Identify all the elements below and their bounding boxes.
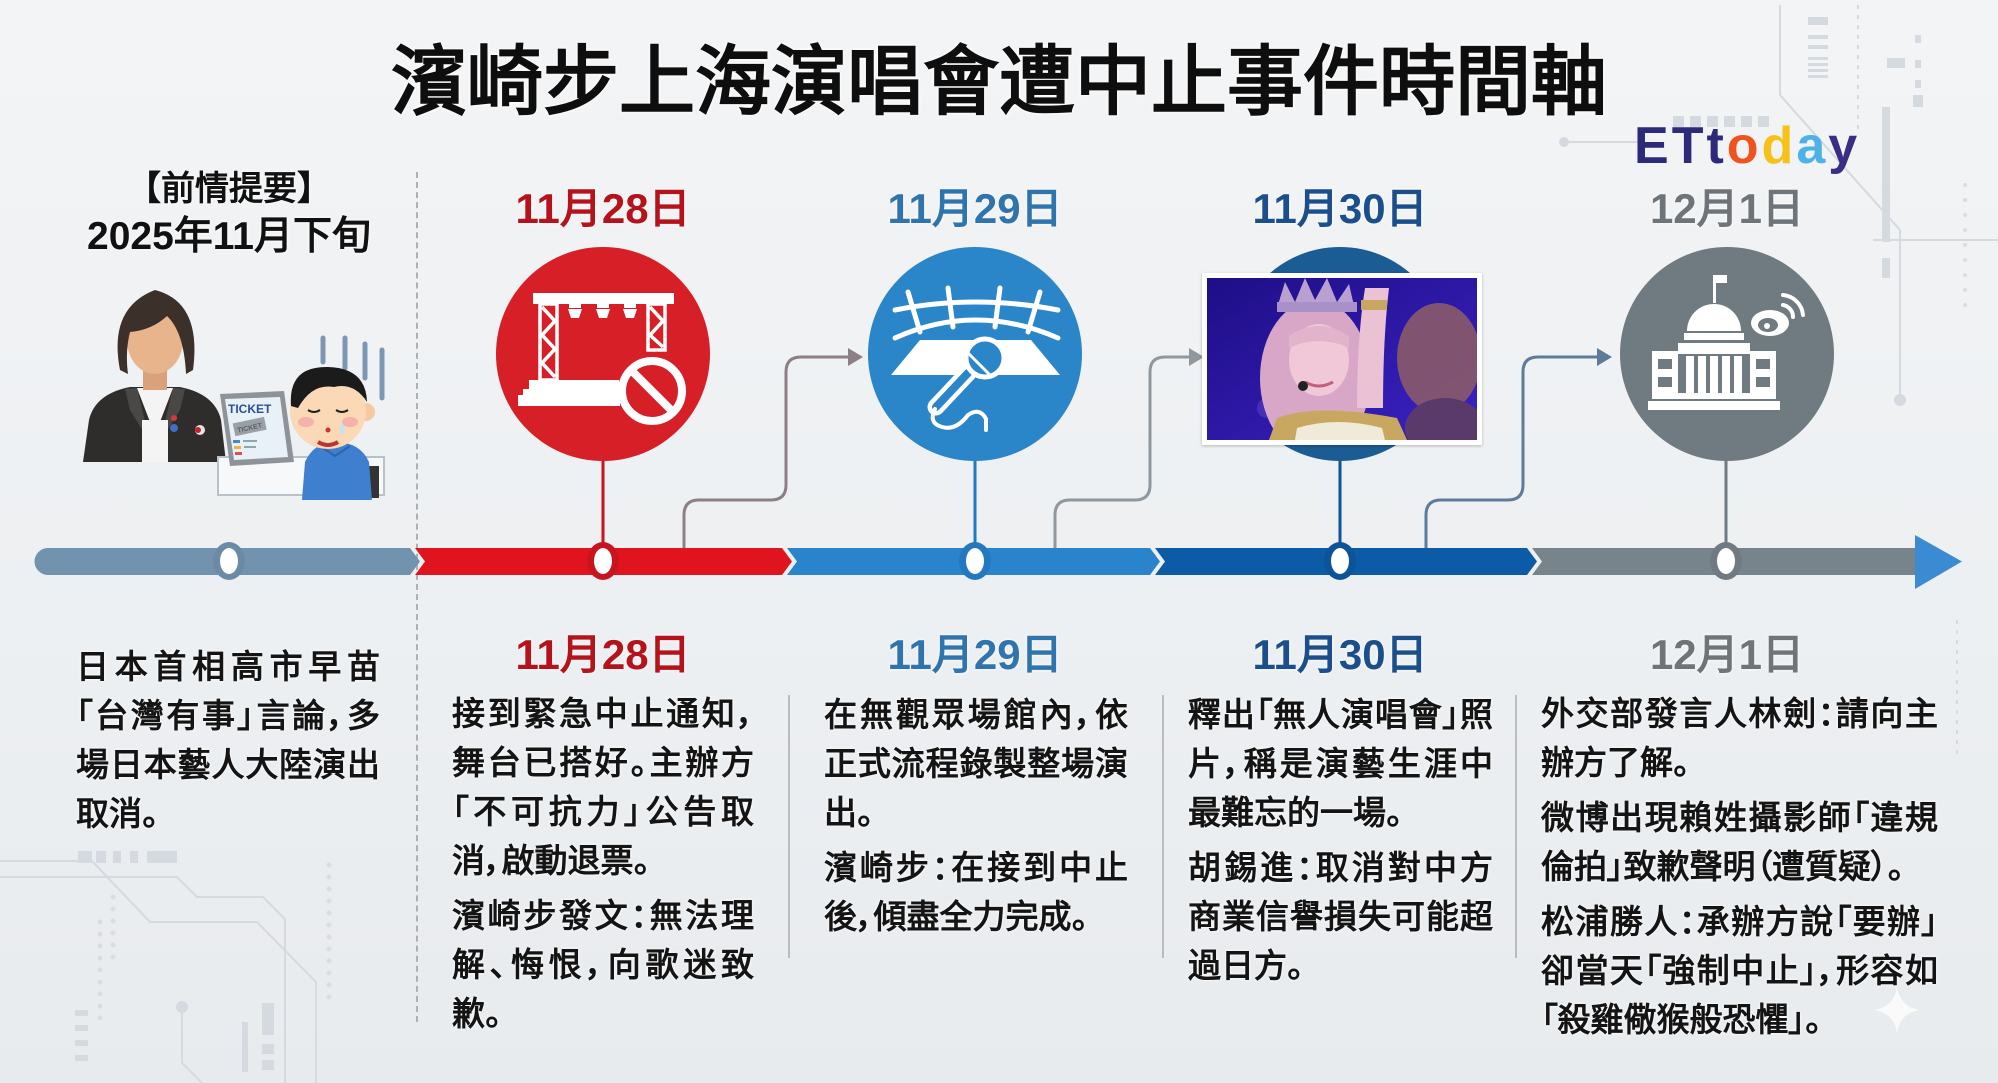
text-line: 「台灣有事」言論，多 <box>76 697 380 734</box>
page-title: 濱崎步上海演唱會遭中止事件時間軸 <box>391 40 1607 125</box>
stage-cancelled-icon <box>496 247 710 461</box>
text-line: 日本首相高市早苗 <box>76 648 380 685</box>
timeline-node-center <box>966 548 984 574</box>
timeline-node-center <box>594 548 612 574</box>
logo-letter: a <box>1796 117 1829 175</box>
timeline-node-center <box>1331 548 1349 574</box>
event-date-top: 12月1日 <box>1649 185 1805 232</box>
text-line: 濱崎步：在接到中止 <box>824 849 1128 886</box>
prohibited-icon <box>618 357 686 425</box>
event-description-nov29: 在無觀眾場館內，依 正式流程錄製整場演 出。 濱崎步：在接到中止 後，傾盡全力完… <box>824 690 1128 941</box>
government-building-icon <box>1648 275 1780 410</box>
paragraph: 釋出「無人演唱會」照 片，稱是演藝生涯中 最難忘的一場。 <box>1188 690 1493 837</box>
text-line: 取消。 <box>76 795 159 832</box>
event-icon-circle <box>496 247 710 461</box>
event-date-bottom: 12月1日 <box>1649 631 1805 678</box>
text-line: 場日本藝人大陸演出 <box>76 746 380 783</box>
text-line: 濱崎步發文：無法理 <box>452 897 754 934</box>
paragraph: 微博出現賴姓攝影師「違規 倫拍」致歉聲明（遭質疑）。 <box>1541 793 1938 891</box>
text-line: 舞台已搭好。主辦方 <box>452 744 754 781</box>
text-line: 出。 <box>824 794 874 831</box>
ettoday-logo: ETtoday <box>1634 116 1860 176</box>
text-line: 微博出現賴姓攝影師「違規 <box>1541 799 1938 836</box>
event-date-top: 11月29日 <box>887 185 1063 232</box>
logo-letter: y <box>1828 117 1861 175</box>
arrowhead-icon <box>1189 348 1204 366</box>
text-line: 胡錫進：取消對中方 <box>1188 849 1493 886</box>
politician-icon <box>83 290 226 462</box>
text-line: 片，稱是演藝生涯中 <box>1188 745 1493 782</box>
logo-letter: t <box>1706 117 1727 175</box>
text-line: 消，啟動退票。 <box>452 842 650 879</box>
text-line: 商業信譽損失可能超 <box>1188 898 1493 935</box>
prelude-illustration: TICKET TICKET <box>83 290 385 500</box>
paragraph: 在無觀眾場館內，依 正式流程錄製整場演 出。 <box>824 690 1128 837</box>
text-line: 卻當天「強制中止」，形容如 <box>1541 952 1938 989</box>
text-line: 歉。 <box>452 995 502 1032</box>
event-description-nov28: 接到緊急中止通知， 舞台已搭好。主辦方 「不可抗力」公告取 消，啟動退票。 濱崎… <box>452 689 754 1038</box>
event-date-bottom: 11月30日 <box>1252 631 1428 678</box>
prelude-description: 日本首相高市早苗 「台灣有事」言論，多 場日本藝人大陸演出 取消。 <box>76 642 380 838</box>
paragraph: 外交部發言人林劍：請向主 辦方了解。 <box>1541 689 1938 787</box>
microphone-icon <box>927 336 1007 432</box>
paragraph: 日本首相高市早苗 「台灣有事」言論，多 場日本藝人大陸演出 取消。 <box>76 642 380 838</box>
arrowhead-icon <box>848 348 863 366</box>
event-date-bottom: 11月28日 <box>515 631 691 678</box>
prelude-period: 2025年11月下旬 <box>87 215 371 258</box>
laptop-ticket-text: TICKET <box>228 402 272 416</box>
connector-arrow <box>682 355 854 550</box>
arrowhead-icon <box>1597 348 1612 366</box>
sad-fan-icon <box>290 335 385 500</box>
text-line: 後，傾盡全力完成。 <box>824 898 1088 935</box>
timeline-node-center <box>1717 548 1735 574</box>
sparkle-icon <box>1874 987 1920 1033</box>
government-weibo-icon <box>1620 247 1834 461</box>
column-divider <box>1515 695 1517 958</box>
logo-letter: d <box>1761 117 1797 175</box>
concert-photo-image <box>1207 278 1485 458</box>
text-line: 「殺雞儆猴般恐懼」。 <box>1541 1001 1822 1038</box>
event-date-bottom: 11月29日 <box>887 631 1063 678</box>
paragraph: 濱崎步：在接到中止 後，傾盡全力完成。 <box>824 843 1128 941</box>
text-line: 松浦勝人：承辦方說「要辦」 <box>1541 903 1938 940</box>
text-line: 最難忘的一場。 <box>1188 794 1403 831</box>
prelude-heading: 【前情提要】 <box>127 170 331 208</box>
arena-microphone-icon <box>868 247 1082 461</box>
text-line: 正式流程錄製整場演 <box>824 745 1128 782</box>
logo-letter: T <box>1671 117 1707 175</box>
timeline-node-center <box>220 548 238 574</box>
timeline-arrowhead-icon <box>1915 535 1962 589</box>
event-description-dec1: 外交部發言人林劍：請向主 辦方了解。 微博出現賴姓攝影師「違規 倫拍」致歉聲明（… <box>1541 689 1938 1044</box>
prelude-divider <box>416 172 418 1022</box>
connector-arrow <box>1424 355 1602 550</box>
text-line: 倫拍」致歉聲明（遭質疑）。 <box>1541 848 1904 885</box>
paragraph: 松浦勝人：承辦方說「要辦」 卻當天「強制中止」，形容如 「殺雞儆猴般恐懼」。 <box>1541 897 1938 1044</box>
weibo-icon <box>1751 293 1805 336</box>
paragraph: 濱崎步發文：無法理 解、悔恨，向歌迷致 歉。 <box>452 891 754 1038</box>
text-line: 釋出「無人演唱會」照 <box>1188 696 1493 733</box>
text-line: 「不可抗力」公告取 <box>452 793 754 830</box>
text-line: 解、悔恨，向歌迷致 <box>452 946 754 983</box>
column-divider <box>1162 695 1164 958</box>
event-date-top: 11月30日 <box>1252 185 1428 232</box>
text-line: 在無觀眾場館內，依 <box>824 696 1128 733</box>
concert-photo <box>1202 273 1485 458</box>
paragraph: 接到緊急中止通知， 舞台已搭好。主辦方 「不可抗力」公告取 消，啟動退票。 <box>452 689 754 885</box>
text-line: 外交部發言人林劍：請向主 <box>1541 695 1938 732</box>
text-line: 辦方了解。 <box>1541 744 1690 781</box>
column-divider <box>788 695 790 958</box>
paragraph: 胡錫進：取消對中方 商業信譽損失可能超 過日方。 <box>1188 843 1493 990</box>
logo-letter: E <box>1634 117 1672 175</box>
text-line: 過日方。 <box>1188 947 1304 984</box>
text-line: 接到緊急中止通知， <box>452 695 754 732</box>
connector-arrow <box>1053 355 1194 550</box>
logo-letter: o <box>1726 117 1762 175</box>
event-description-nov30: 釋出「無人演唱會」照 片，稱是演藝生涯中 最難忘的一場。 胡錫進：取消對中方 商… <box>1188 690 1493 990</box>
event-date-top: 11月28日 <box>515 185 691 232</box>
